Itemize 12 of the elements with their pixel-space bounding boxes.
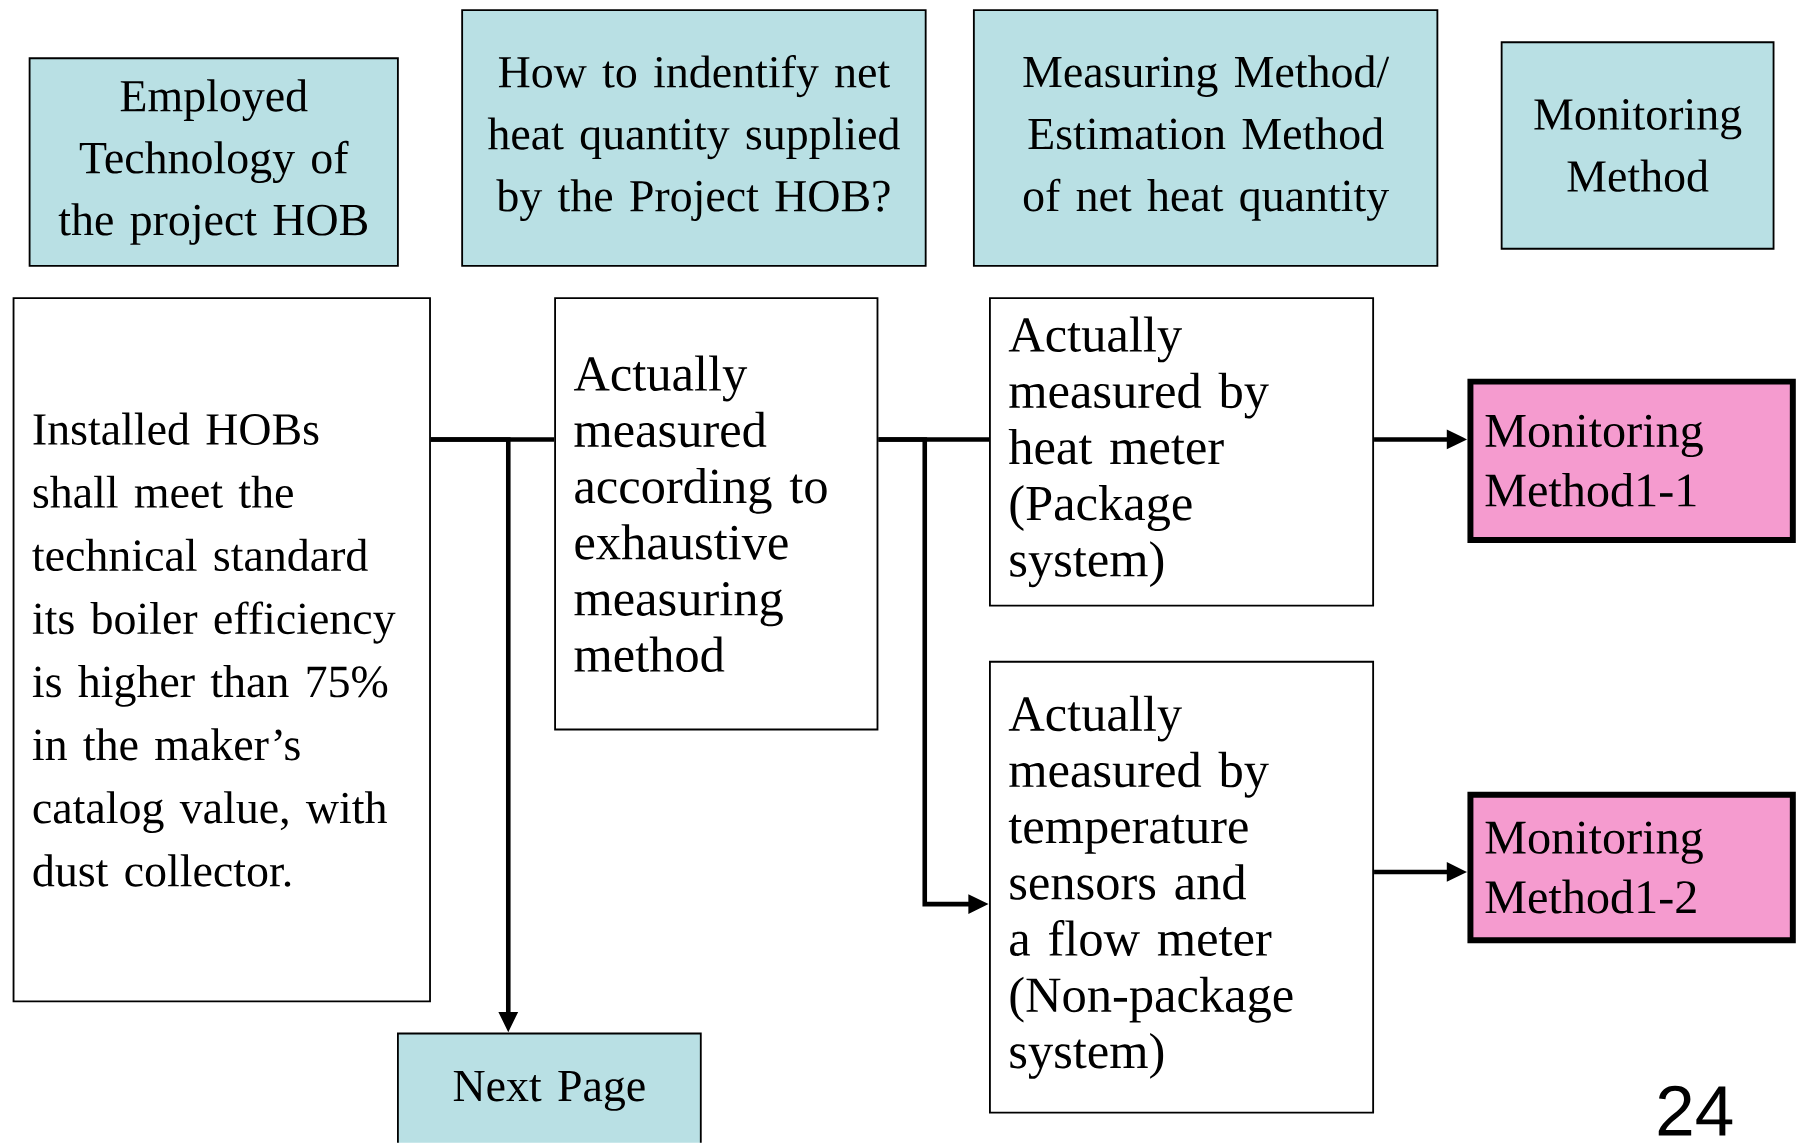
header-box: Measuring Method/ Estimation Method of net heat quantity xyxy=(972,9,1439,267)
result-box: Monitoring Method1-2 xyxy=(1467,791,1796,944)
page-number: 24 xyxy=(1658,1085,1733,1136)
header-box: Employed Technology of the project HOB xyxy=(28,57,399,267)
process-box: Actually measured according to exhaustive measuring method xyxy=(554,297,879,731)
header-box: How to indentify net heat quantity supplied by the Project HOB? xyxy=(461,9,927,267)
process-box: Actually measured by temperature sensors and a flow meter (Non-package system) xyxy=(989,661,1375,1114)
process-box: Installed HOBs shall meet the technical standard its boiler efficiency is higher than 75% in the maker’s catalog value, with dust collector. xyxy=(12,297,431,1003)
header-box: Next Page xyxy=(396,1032,702,1143)
result-box: Monitoring Method1-1 xyxy=(1467,378,1796,544)
header-box: Monitoring Method xyxy=(1500,41,1775,250)
process-box: Actually measured by heat meter (Package system) xyxy=(989,297,1375,607)
